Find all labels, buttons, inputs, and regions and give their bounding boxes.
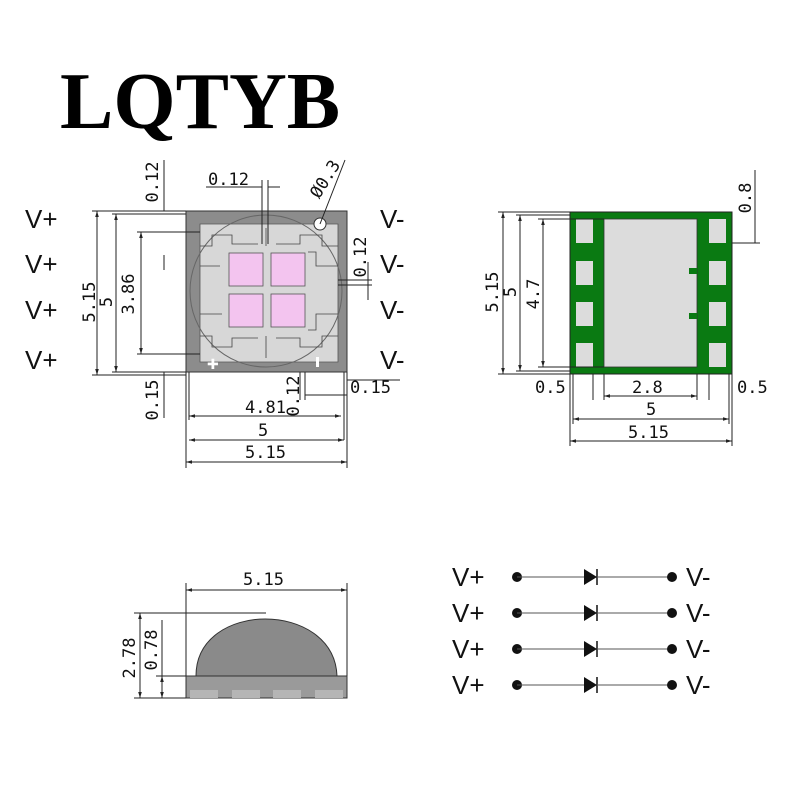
diode-icon — [584, 641, 597, 657]
bottom-dim-right-pad: 0.5 — [737, 378, 768, 398]
bottom-pad-right-1 — [709, 219, 726, 243]
bottom-pad-left-1 — [576, 219, 593, 243]
bottom-dim-height-body: 5 — [501, 287, 521, 297]
schematic-row: V+ V- — [452, 634, 711, 664]
bottom-pad-right-4 — [709, 343, 726, 367]
side-foot-4 — [315, 690, 343, 698]
schematic-row: V+ V- — [452, 670, 711, 700]
bottom-dim-height-outer: 5.15 — [483, 272, 503, 313]
top-pin-right-4: V- — [380, 345, 405, 375]
bottom-notch-1 — [689, 268, 697, 274]
bottom-pad-right-2 — [709, 261, 726, 285]
led-chip-4 — [270, 293, 306, 328]
schematic-label-right: V- — [686, 562, 711, 592]
top-dim-height-inner: 3.86 — [119, 274, 139, 315]
bottom-dim-width-outer: 5.15 — [628, 423, 669, 443]
schematic-dot-right — [667, 608, 677, 618]
led-schematic: V+ V- V+ V- V+ V- V+ V- — [452, 562, 711, 700]
schematic-row: V+ V- — [452, 562, 711, 592]
bottom-dim-left-pad: 0.5 — [535, 378, 566, 398]
led-chip-1 — [228, 252, 264, 287]
schematic-row: V+ V- — [452, 598, 711, 628]
top-dim-width-inner: 4.81 — [245, 398, 286, 418]
top-dim-top-offset: 0.12 — [143, 162, 163, 203]
top-pad-area — [199, 223, 339, 363]
bottom-center-pad — [603, 218, 698, 368]
side-foot-3 — [273, 690, 301, 698]
diode-icon — [584, 569, 597, 585]
schematic-label-left: V+ — [452, 562, 485, 592]
top-pin-right-2: V- — [380, 249, 405, 279]
pad-traces — [200, 228, 338, 358]
bottom-notch-2 — [689, 313, 697, 319]
top-pin-left-2: V+ — [25, 249, 58, 279]
side-dim-width: 5.15 — [243, 570, 284, 590]
top-dim-bottom-right: 0.15 — [350, 378, 391, 398]
bottom-dim-height-pad: 4.7 — [524, 279, 544, 310]
side-dim-base-height: 0.78 — [142, 630, 162, 671]
bottom-pad-left-4 — [576, 343, 593, 367]
bottom-dim-width-body: 5 — [646, 400, 656, 420]
bottom-dim-center-pad: 2.8 — [632, 378, 663, 398]
schematic-label-left: V+ — [452, 670, 485, 700]
schematic-label-right: V- — [686, 670, 711, 700]
bottom-pad-right-3 — [709, 302, 726, 326]
side-view: 5.15 2.78 0.78 — [120, 570, 348, 699]
minus-polarity-mark — [316, 357, 319, 367]
schematic-label-right: V- — [686, 598, 711, 628]
side-foot-1 — [190, 690, 218, 698]
top-dimension-lines — [92, 159, 400, 468]
bottom-dimension-lines — [498, 170, 760, 446]
top-dim-height-body: 5 — [97, 297, 117, 307]
diode-icon — [584, 677, 597, 693]
side-dimension-lines — [134, 583, 348, 699]
top-dim-bottom-gap: 0.12 — [284, 376, 304, 417]
top-dim-bottom-left: 0.15 — [143, 380, 163, 421]
top-pin-right-3: V- — [380, 295, 405, 325]
top-pin-left-4: V+ — [25, 345, 58, 375]
top-dim-right-gap: 0.12 — [351, 237, 371, 278]
lens-outline — [189, 214, 343, 368]
top-pin-left-1: V+ — [25, 204, 58, 234]
top-dim-height-outer: 5.15 — [80, 282, 100, 323]
schematic-dot-right — [667, 572, 677, 582]
side-dome — [195, 618, 338, 677]
bottom-view: 5.15 5 4.7 0.8 0.5 2.8 0.5 5 5.15 — [483, 170, 768, 446]
top-dim-width-body: 5 — [258, 421, 268, 441]
schematic-label-left: V+ — [452, 598, 485, 628]
plus-polarity-mark: ✚ — [207, 357, 219, 373]
top-pin-right-1: V- — [380, 204, 405, 234]
diode-icon — [584, 605, 597, 621]
led-chip-2 — [270, 252, 306, 287]
bottom-dim-top-right: 0.8 — [736, 183, 756, 214]
side-foot-2 — [232, 690, 260, 698]
top-dim-width-outer: 5.15 — [245, 443, 286, 463]
side-base — [185, 675, 348, 699]
top-pin-left-3: V+ — [25, 295, 58, 325]
top-dim-hole: Ø0.3 — [306, 157, 345, 202]
side-dim-total-height: 2.78 — [120, 638, 140, 679]
top-view: ✚ V+ V+ V+ V+ V- V- V- V- — [25, 157, 405, 468]
schematic-dot-right — [667, 644, 677, 654]
schematic-dot-right — [667, 680, 677, 690]
schematic-label-left: V+ — [452, 634, 485, 664]
led-chip-3 — [228, 293, 264, 328]
bottom-pad-left-2 — [576, 261, 593, 285]
brand-title: LQTYB — [60, 58, 340, 146]
schematic-label-right: V- — [686, 634, 711, 664]
bottom-pad-left-3 — [576, 302, 593, 326]
top-dim-gap: 0.12 — [208, 170, 249, 190]
